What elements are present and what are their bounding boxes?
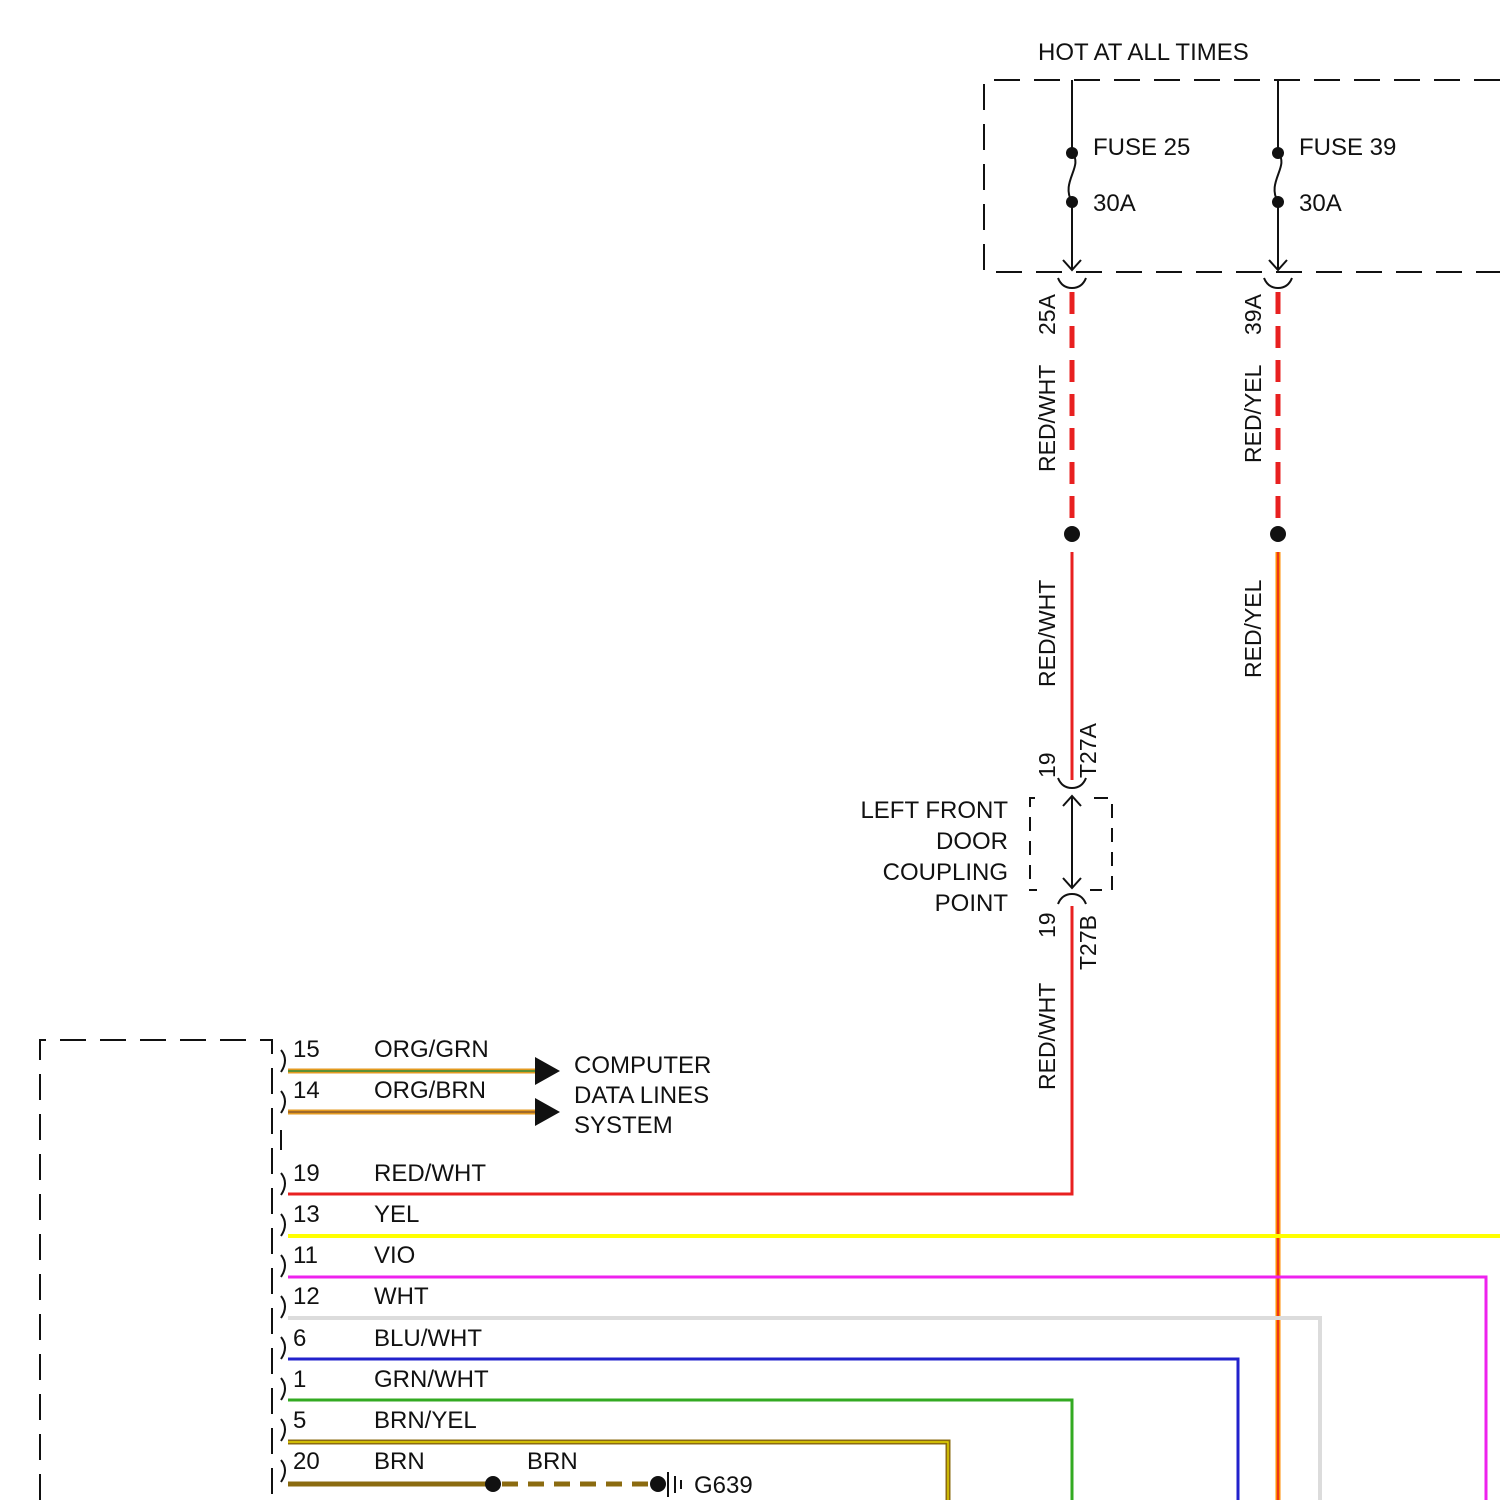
connector-t27b: [1058, 894, 1086, 904]
pin-wire-color: WHT: [374, 1283, 429, 1310]
coupling-point: LEFT FRONT DOOR COUPLING POINT 19 T27A 1…: [860, 722, 1112, 970]
ground-name: G639: [694, 1472, 753, 1499]
pin-bracket: [281, 1173, 285, 1195]
pin-bracket: [281, 1214, 285, 1236]
wire-39a-color-label: RED/YEL: [1240, 364, 1266, 463]
fuse-39-connector: [1264, 278, 1292, 288]
pin-number: 15: [293, 1036, 320, 1063]
wire-39a-lower-color-label: RED/YEL: [1240, 579, 1266, 678]
arrow-right-icon: [535, 1057, 560, 1085]
fuse-39-rating: 30A: [1299, 190, 1342, 217]
fuse-39-name: FUSE 39: [1299, 134, 1396, 161]
ground-wire-label: BRN: [527, 1448, 578, 1475]
coupling-pin-top: 19: [1034, 752, 1060, 778]
pin-number: 6: [293, 1325, 306, 1352]
coupling-label-line-4: POINT: [935, 890, 1009, 917]
data-lines: COMPUTER DATA LINES SYSTEM: [288, 1052, 711, 1139]
pin-wire-color: YEL: [374, 1201, 419, 1228]
pin-bracket: [281, 1460, 285, 1482]
pin-labels: 15 ORG/GRN 14 ORG/BRN 19 RED/WHT 13 YEL …: [293, 1036, 489, 1475]
wire-below-coupling-label: RED/WHT: [1034, 983, 1060, 1090]
coupling-label-line-1: LEFT FRONT: [860, 797, 1008, 824]
coupling-outline-right: [1090, 798, 1112, 890]
coupling-label-line-3: COUPLING: [883, 859, 1008, 886]
pin-number: 12: [293, 1283, 320, 1310]
pin-bracket: [281, 1091, 285, 1113]
fuse-39-element: [1275, 153, 1282, 202]
coupling-label-line-2: DOOR: [936, 828, 1008, 855]
wire-25a-color-label: RED/WHT: [1034, 365, 1060, 472]
splice-brn: [485, 1476, 501, 1492]
data-lines-label-1: COMPUTER: [574, 1052, 711, 1079]
ground-terminal: [650, 1476, 666, 1492]
pin-wire-color: GRN/WHT: [374, 1366, 489, 1393]
pin-wire-color: BRN: [374, 1448, 425, 1475]
arrow-right-icon: [535, 1098, 560, 1126]
pin-number: 5: [293, 1407, 306, 1434]
module-outline: [40, 1040, 272, 1500]
pin-number: 11: [293, 1242, 318, 1269]
pin-bracket: [281, 1050, 285, 1072]
circuit-39a-label: 39A: [1240, 293, 1266, 335]
pin-number: 20: [293, 1448, 320, 1475]
fuse-box-outline: [984, 80, 1500, 272]
pin-wire-color: RED/WHT: [374, 1160, 486, 1187]
pin-wire-color: ORG/BRN: [374, 1077, 486, 1104]
circuit-25a: 25A RED/WHT RED/WHT: [1034, 292, 1080, 780]
pin-wire-color: BRN/YEL: [374, 1407, 477, 1434]
splice-25a: [1064, 526, 1080, 542]
pin-bracket: [281, 1296, 285, 1318]
pin-wire-color: ORG/GRN: [374, 1036, 489, 1063]
connector-t27a-label: T27A: [1075, 722, 1101, 778]
fuse-25-name: FUSE 25: [1093, 134, 1190, 161]
fuse-25: FUSE 25 30A: [1058, 80, 1190, 288]
pin-number: 13: [293, 1201, 320, 1228]
pin-bracket: [281, 1378, 285, 1400]
pin-wire-color: VIO: [374, 1242, 415, 1269]
hot-at-all-times-label: HOT AT ALL TIMES: [1038, 39, 1249, 66]
circuit-25a-label: 25A: [1034, 293, 1060, 335]
pin-number: 1: [293, 1366, 306, 1393]
pin-bracket: [281, 1419, 285, 1441]
wire-25a-lower-color-label: RED/WHT: [1034, 580, 1060, 687]
coupling-pin-bottom: 19: [1034, 912, 1060, 938]
connector-t27b-label: T27B: [1075, 915, 1101, 970]
pin-wire-color: BLU/WHT: [374, 1325, 482, 1352]
splice-39a: [1270, 526, 1286, 542]
fuse-39: FUSE 39 30A: [1264, 80, 1396, 288]
pin-number: 14: [293, 1077, 320, 1104]
fuse-box: HOT AT ALL TIMES FUSE 25 30A FUSE 39 30A: [984, 39, 1500, 288]
fuse-25-element: [1069, 153, 1076, 202]
pin-bracket: [281, 1337, 285, 1359]
data-lines-label-2: DATA LINES: [574, 1082, 709, 1109]
pin-number: 19: [293, 1160, 320, 1187]
module-connector-pins: [281, 1050, 285, 1482]
coupling-outline-left: [1030, 798, 1037, 890]
ground-circuit: BRN G639: [288, 1448, 753, 1499]
pin-bracket: [281, 1255, 285, 1277]
fuse-25-connector: [1058, 278, 1086, 288]
data-lines-label-3: SYSTEM: [574, 1112, 673, 1139]
fuse-25-rating: 30A: [1093, 190, 1136, 217]
